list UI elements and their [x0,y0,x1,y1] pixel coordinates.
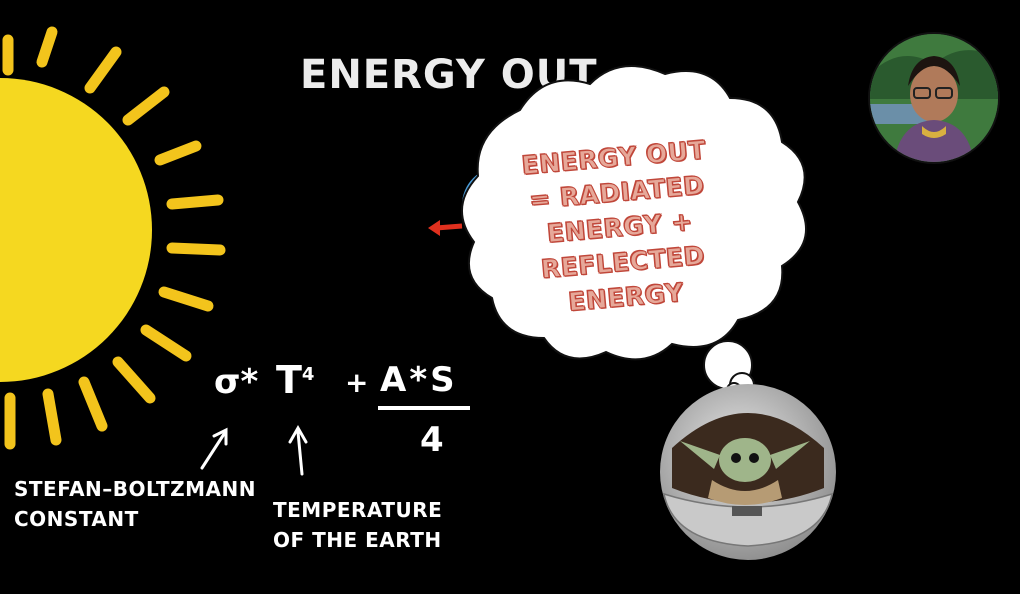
formula-denominator: 4 [420,420,444,460]
webcam-video [868,32,1000,164]
fraction-bar [378,406,470,410]
stefan-boltzmann-label: Stefan–Boltzmann constant [14,477,256,531]
presenter-image [870,34,998,162]
formula-temperature: T4 [276,358,315,402]
formula-numerator: A*S [380,360,458,400]
pointer-arrows [200,424,308,476]
sun-icon [0,26,226,450]
formula-sigma: σ* [214,362,259,402]
formula-exponent: 4 [301,364,315,385]
temperature-label: temperature of the Earth [273,498,443,552]
formula-plus: + [345,366,369,399]
